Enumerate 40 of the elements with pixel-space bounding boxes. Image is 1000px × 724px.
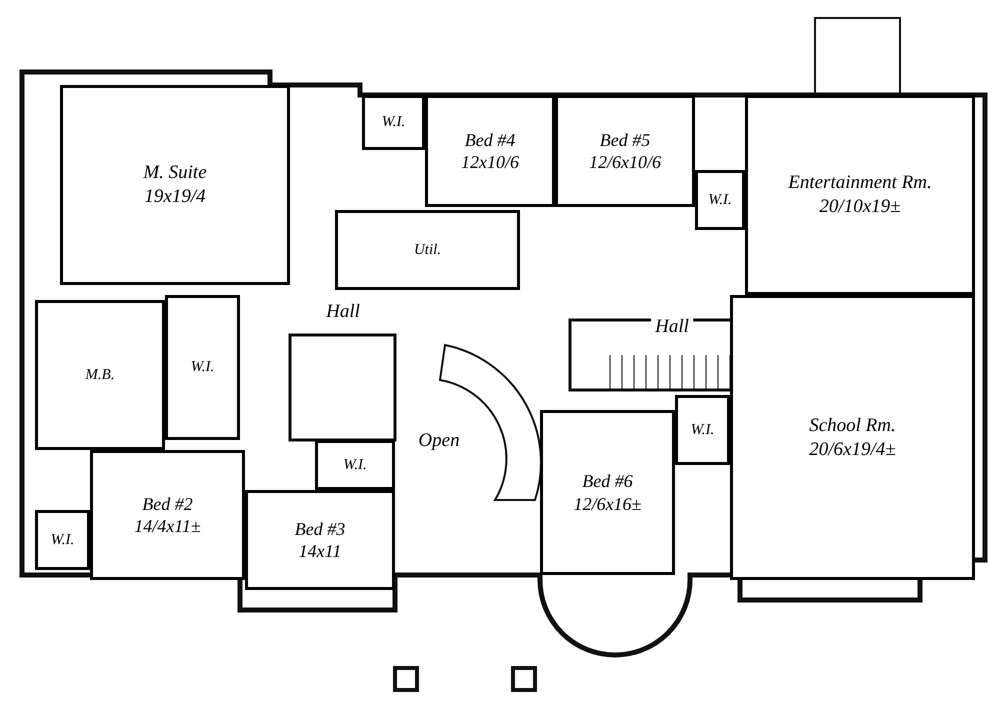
- room: [362, 95, 425, 150]
- room: [695, 170, 745, 230]
- room: [60, 85, 290, 285]
- room: [730, 295, 975, 580]
- room-name: M. Suite: [143, 161, 207, 185]
- room: [335, 210, 520, 290]
- room: [675, 395, 730, 465]
- room-name: Entertainment Rm.: [788, 171, 932, 195]
- room: [35, 510, 90, 570]
- room: [315, 440, 395, 490]
- room-name: School Rm.: [809, 414, 896, 438]
- room-name: Bed #4: [464, 128, 516, 151]
- room-name: W.I.: [690, 420, 714, 440]
- room: [35, 300, 165, 450]
- room-name: W.I.: [382, 113, 406, 132]
- room-name: Bed #3: [294, 518, 346, 540]
- room-name: W.I.: [50, 530, 74, 550]
- room-name: Bed #5: [600, 128, 650, 151]
- room-dimensions: 12x10/6: [461, 151, 519, 174]
- room: [555, 95, 695, 207]
- room-dimensions: 12/6x10/6: [589, 151, 661, 174]
- room-name: M.B.: [85, 366, 115, 384]
- room-name: W.I.: [190, 358, 214, 377]
- room: [245, 490, 395, 590]
- room: [745, 95, 975, 295]
- room-dimensions: 20/6x19/4±: [809, 438, 896, 462]
- room-name: Util.: [414, 240, 442, 260]
- room-name: W.I.: [343, 456, 367, 474]
- room-dimensions: 14x11: [298, 540, 342, 562]
- room: [425, 95, 555, 207]
- room-dimensions: 20/10x19±: [819, 195, 901, 219]
- room: [90, 450, 245, 580]
- room: [165, 295, 240, 440]
- room-dimensions: 12/6x16±: [574, 492, 642, 515]
- room-dimensions: 19x19/4: [144, 185, 206, 209]
- room-name: Bed #6: [582, 470, 633, 492]
- room-name: Bed #2: [142, 492, 193, 515]
- room: [540, 410, 675, 575]
- room-dimensions: 14/4x11±: [134, 515, 201, 538]
- room-name: W.I.: [708, 190, 732, 210]
